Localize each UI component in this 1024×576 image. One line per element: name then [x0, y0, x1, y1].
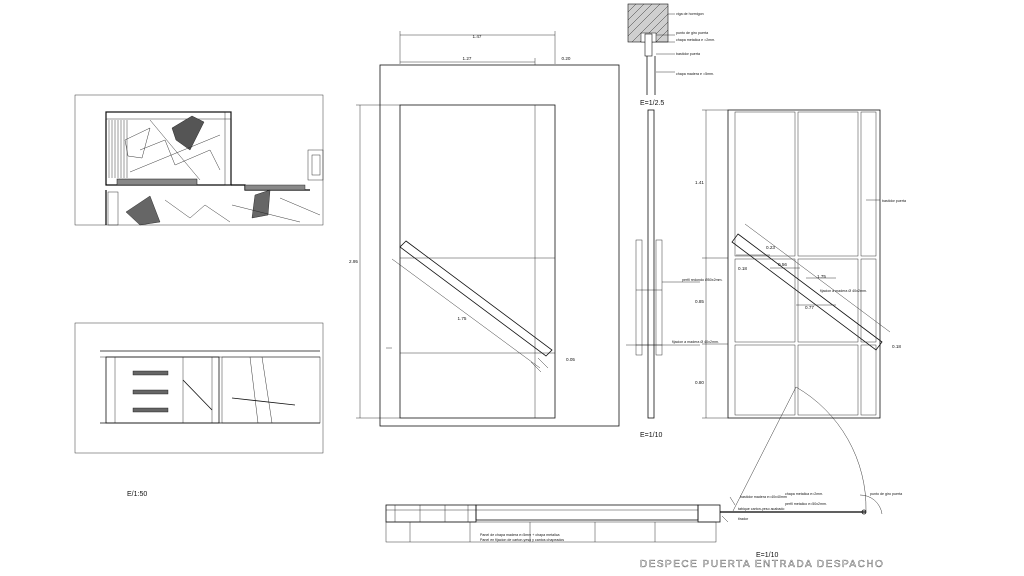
frame-label-fixing: fijacion a madera Ø 40x2mm. — [820, 289, 867, 293]
detail-scale-label: E=1/2.5 — [640, 100, 664, 107]
furniture-elevation — [74, 322, 324, 454]
dim-f: 0.18 — [892, 344, 901, 349]
sheet-title: DESPECE PUERTA ENTRADA DESPACHO — [640, 559, 884, 570]
dim-leaf-width: 1.27 — [463, 56, 472, 61]
elevation-scale-label: E=1/10 — [756, 552, 778, 559]
plan-label-profile: perfil metalico e=50x2mm. — [785, 502, 827, 506]
dim-a: 0.23 — [766, 245, 775, 250]
door-elevation — [356, 31, 620, 427]
plan-label-panel-fixing: Panel en fijacion de carton-yeso y canto… — [480, 538, 564, 542]
dim-d: 1.75 — [817, 274, 826, 279]
plan-label-handle: tirador — [738, 517, 749, 521]
door-swing — [732, 386, 883, 515]
frame-elevation — [702, 109, 891, 419]
section-label-fixing: fijacion a madera Ø 40x2mm. — [672, 340, 719, 344]
frame-label-bastidor: bastidor puerta — [882, 199, 906, 203]
dim-side-width: 0.20 — [562, 56, 571, 61]
dim-e: 0.77 — [805, 305, 814, 310]
detail-label-beam: viga de hormigon — [676, 12, 704, 16]
dim-upper-height: 1.41 — [695, 180, 704, 185]
plan-label-frame: bastidor madera e=40x40mm — [740, 495, 787, 499]
bottom-plan-section — [385, 496, 867, 543]
plan-label-pivot: punto de giro puerta — [870, 492, 902, 496]
plan-scale-label: E/1:50 — [127, 491, 147, 498]
dim-b: 0.18 — [738, 266, 747, 271]
section-label-profile: perfil redondo Ø50x2mm. — [682, 278, 723, 282]
door-side-section — [626, 109, 700, 419]
dim-overall-width: 1.47 — [473, 34, 482, 39]
plan-view — [74, 94, 324, 226]
section-scale-label: E=1/10 — [640, 432, 662, 439]
plan-label-wall: tabique carton-yeso acabado — [738, 507, 784, 511]
dim-lower-height: 0.80 — [695, 380, 704, 385]
detail-label-frame: bastidor puerta — [676, 52, 700, 56]
dim-diagonal: 1.75 — [458, 316, 467, 321]
dim-c: 0.56 — [778, 262, 787, 267]
detail-label-metal-sheet: chapa metalica e =2mm. — [676, 38, 715, 42]
dim-door-height: 2.95 — [349, 259, 358, 264]
dim-mid-height: 0.85 — [695, 299, 704, 304]
plan-label-panel: Panel de chapa madera e=5mm + chapa meta… — [480, 533, 560, 537]
detail-label-wood-sheet: chapa madera e =5mm. — [676, 72, 714, 76]
detail-label-pivot: punto de giro puerta — [676, 31, 708, 35]
dim-handle-offset: 0.05 — [566, 357, 575, 362]
plan-label-metal: chapa metalica e=2mm. — [785, 492, 823, 496]
beam-detail — [627, 3, 675, 95]
